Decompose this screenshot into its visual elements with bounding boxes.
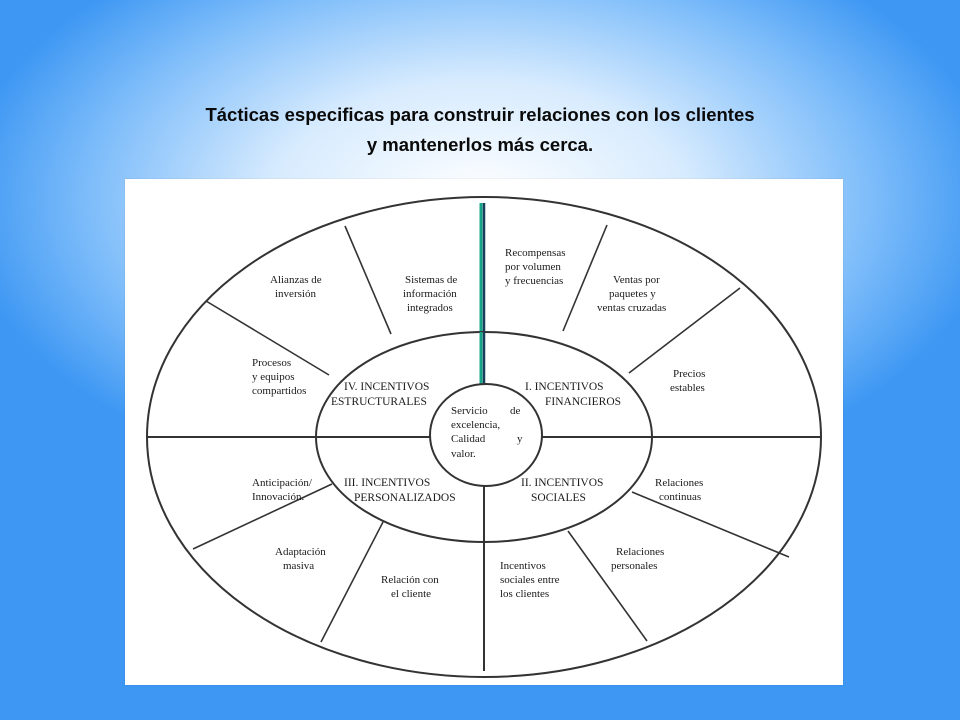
seg-adaptacion-line-1: Adaptación <box>275 546 326 558</box>
seg-procesos-line-1: Procesos <box>252 357 291 369</box>
seg-ventas-line-2: paquetes y <box>609 288 656 300</box>
seg-recompensas-line-1: Recompensas <box>505 247 565 259</box>
center-text-excelencia: excelencia, <box>451 419 500 431</box>
seg-relaciones-continuas-line-2: continuas <box>659 491 701 503</box>
ring-personalizados-line-2: PERSONALIZADOS <box>354 492 456 504</box>
center-text-y: y <box>517 433 523 445</box>
title-line-1: Tácticas especificas para construir rela… <box>205 104 755 125</box>
spoke-ll-2 <box>192 483 333 550</box>
spoke-lr-2 <box>567 530 648 642</box>
seg-relaciones-continuas-line-1: Relaciones <box>655 477 703 489</box>
seg-anticipacion-line-2: Innovación. <box>252 491 304 503</box>
spoke-ur-1 <box>562 224 608 332</box>
slide-title: Tácticas especificas para construir rela… <box>0 100 960 160</box>
relationship-tactics-diagram: Servicio de excelencia, Calidad y valor.… <box>146 196 822 678</box>
spoke-ur-2 <box>628 287 741 374</box>
ring-financieros-line-2: FINANCIEROS <box>545 396 621 408</box>
seg-sistemas-line-2: información <box>403 288 457 300</box>
title-line-2: y mantenerlos más cerca. <box>366 134 594 155</box>
seg-procesos-line-3: compartidos <box>252 385 306 397</box>
seg-ventas-line-1: Ventas por <box>613 274 660 286</box>
ring-estructurales-line-1: IV. INCENTIVOS <box>344 381 429 393</box>
seg-relaciones-personales-line-2: personales <box>611 560 657 572</box>
spoke-ul-1 <box>205 300 330 376</box>
center-circle <box>429 383 543 487</box>
seg-incentivos-sociales-line-1: Incentivos <box>500 560 546 572</box>
ring-sociales-line-2: SOCIALES <box>531 492 586 504</box>
outer-ellipse <box>146 196 822 678</box>
seg-recompensas-line-2: por volumen <box>505 261 561 273</box>
seg-incentivos-sociales-line-3: los clientes <box>500 588 549 600</box>
seg-relacion-cliente-line-2: el cliente <box>391 588 431 600</box>
seg-recompensas-line-3: y frecuencias <box>505 275 563 287</box>
spoke-lr-1 <box>631 491 790 558</box>
ring-personalizados-line-1: III. INCENTIVOS <box>344 477 430 489</box>
seg-procesos-line-2: y equipos <box>252 371 294 383</box>
ring-sociales-line-1: II. INCENTIVOS <box>521 477 603 489</box>
spoke-ul-2 <box>344 225 392 335</box>
seg-incentivos-sociales-line-2: sociales entre <box>500 574 560 586</box>
center-text-de: de <box>510 405 521 417</box>
center-text-valor: valor. <box>451 448 476 460</box>
seg-relaciones-personales-line-1: Relaciones <box>616 546 664 558</box>
seg-precios-line-1: Precios <box>673 368 705 380</box>
spoke-ll-1 <box>320 521 384 643</box>
seg-alianzas-line-2: inversión <box>275 288 316 300</box>
seg-precios-line-2: estables <box>670 382 705 394</box>
ring-estructurales-line-2: ESTRUCTURALES <box>331 396 427 408</box>
seg-relacion-cliente-line-1: Relación con <box>381 574 439 586</box>
diagram-panel: Servicio de excelencia, Calidad y valor.… <box>125 179 843 685</box>
seg-anticipacion-line-1: Anticipación/ <box>252 477 313 489</box>
ring-financieros-line-1: I. INCENTIVOS <box>525 381 604 393</box>
center-text-servicio: Servicio <box>451 405 488 417</box>
seg-adaptacion-line-2: masiva <box>283 560 314 572</box>
seg-ventas-line-3: ventas cruzadas <box>597 302 666 314</box>
seg-sistemas-line-3: integrados <box>407 302 453 314</box>
seg-sistemas-line-1: Sistemas de <box>405 274 457 286</box>
center-text-calidad: Calidad <box>451 433 486 445</box>
seg-alianzas-line-1: Alianzas de <box>270 274 322 286</box>
